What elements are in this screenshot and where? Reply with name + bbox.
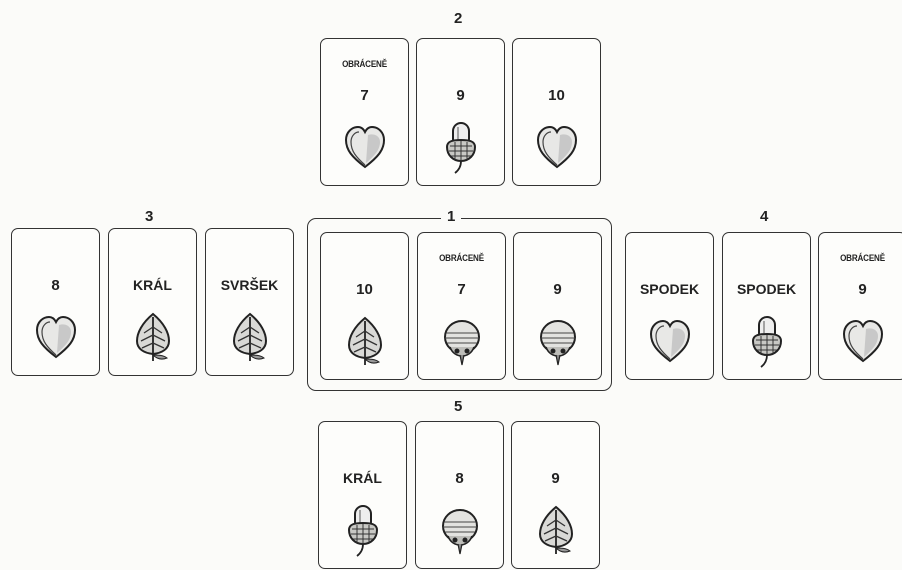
card-rank: 9 [512, 470, 599, 487]
card-rank: 7 [321, 87, 408, 104]
card-rank: 8 [416, 470, 503, 487]
leaf-icon [533, 504, 579, 558]
card-group-5-1: KRÁL [318, 421, 407, 569]
card-rank: 8 [12, 277, 99, 294]
card-rank: 7 [418, 281, 505, 298]
card-rank: 9 [819, 281, 902, 298]
bell-icon [439, 315, 485, 369]
card-group-2-3: 10 [512, 38, 601, 186]
bell-icon [535, 315, 581, 369]
card-note: OBRÁCENĚ [826, 253, 900, 264]
group-label-5: 5 [454, 398, 462, 415]
leaf-icon [130, 311, 176, 365]
card-group-4-2: SPODEK [722, 232, 811, 380]
card-rank: 9 [514, 281, 601, 298]
card-group-4-1: SPODEK [625, 232, 714, 380]
group-label-4: 4 [760, 208, 768, 225]
acorn-icon [744, 315, 790, 369]
card-note: OBRÁCENĚ [328, 59, 402, 70]
leaf-icon [227, 311, 273, 365]
card-group-5-2: 8 [415, 421, 504, 569]
card-rank: KRÁL [319, 470, 406, 486]
card-rank: 10 [513, 87, 600, 104]
card-rank: KRÁL [109, 277, 196, 293]
card-rank: SPODEK [626, 281, 713, 297]
card-group-1-1: 10 [320, 232, 409, 380]
card-note: OBRÁCENĚ [425, 253, 499, 264]
bell-icon [437, 504, 483, 558]
card-rank: SPODEK [723, 281, 810, 297]
card-group-2-1: OBRÁCENĚ 7 [320, 38, 409, 186]
card-rank: 10 [321, 281, 408, 298]
heart-icon [342, 121, 388, 175]
card-group-2-2: 9 [416, 38, 505, 186]
acorn-icon [438, 121, 484, 175]
card-group-3-2: KRÁL [108, 228, 197, 376]
heart-icon [33, 311, 79, 365]
card-group-4-3: OBRÁCENĚ 9 [818, 232, 902, 380]
heart-icon [647, 315, 693, 369]
heart-icon [534, 121, 580, 175]
heart-icon [840, 315, 886, 369]
leaf-icon [342, 315, 388, 369]
card-group-3-3: SVRŠEK [205, 228, 294, 376]
acorn-icon [340, 504, 386, 558]
card-rank: 9 [417, 87, 504, 104]
card-group-3-1: 8 [11, 228, 100, 376]
card-group-5-3: 9 [511, 421, 600, 569]
group-label-3: 3 [145, 208, 153, 225]
card-group-1-2: OBRÁCENĚ 7 [417, 232, 506, 380]
group-label-1: 1 [441, 208, 461, 225]
card-rank: SVRŠEK [206, 277, 293, 293]
card-group-1-3: 9 [513, 232, 602, 380]
group-label-2: 2 [454, 10, 462, 27]
